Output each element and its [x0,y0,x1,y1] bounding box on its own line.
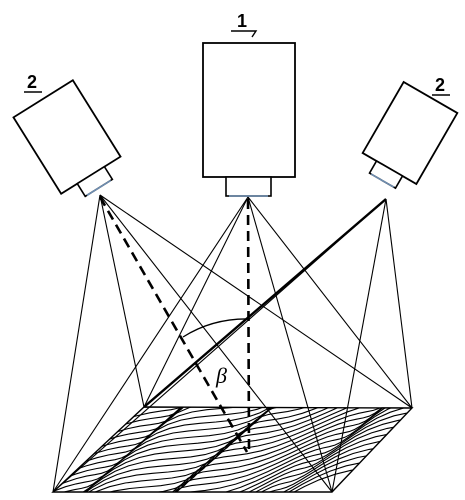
ray-center-camera-3 [247,196,333,493]
left-camera [12,79,122,198]
hatch-line [266,407,412,492]
ray-right-camera-2 [331,198,387,493]
hatch-line [162,407,398,492]
hatch-line [72,407,354,492]
angle-beta-label: β [215,363,227,388]
ray-left-camera-2 [99,194,145,408]
hatch-line [53,407,235,492]
center-camera-label: 1 [237,11,247,31]
left-camera-axis-dashed [98,196,249,453]
right-camera-lens-edge [370,173,395,188]
hatch-line [53,407,255,492]
center-camera-body [202,42,296,178]
hatch-line [98,407,380,492]
camera-labels: 1 2 2 [24,11,450,96]
right-camera [361,80,459,190]
right-camera-label: 2 [435,75,445,95]
ray-left-camera-3 [99,194,333,493]
angle-arc [182,318,251,338]
hatch-line [171,407,412,492]
hatch-line [252,407,412,492]
projection-rays [52,194,413,493]
ray-left-camera-1 [52,194,101,493]
ray-left-camera-4 [99,194,413,409]
surface-hatching [53,407,412,492]
hatched-surface [51,406,414,493]
optical-axes [98,196,251,453]
hatch-line [167,407,412,492]
ray-center-camera-1 [52,196,249,493]
right-camera-axis [143,198,387,408]
ray-center-camera-2 [143,196,249,408]
hatch-line [270,407,412,492]
hatch-line [53,407,285,492]
center-camera [202,42,296,197]
hatch-line [138,407,385,492]
hatch-line [53,407,187,492]
left-camera-lens-edge [86,179,112,196]
ray-right-camera-3 [385,198,413,409]
ray-center-camera-4 [247,196,413,409]
hatch-line [82,407,370,492]
hatch-line [217,407,412,492]
hatch-line [118,407,384,492]
hatch-line [165,407,412,492]
left-camera-label: 2 [27,72,37,92]
hatch-line [53,407,188,492]
hatch-line [197,407,412,492]
hatch-line [67,407,314,492]
center-label-underline [231,30,258,38]
center-camera-lens [225,176,272,197]
center-camera-axis-dashed [246,198,251,453]
hatch-line [237,407,412,492]
